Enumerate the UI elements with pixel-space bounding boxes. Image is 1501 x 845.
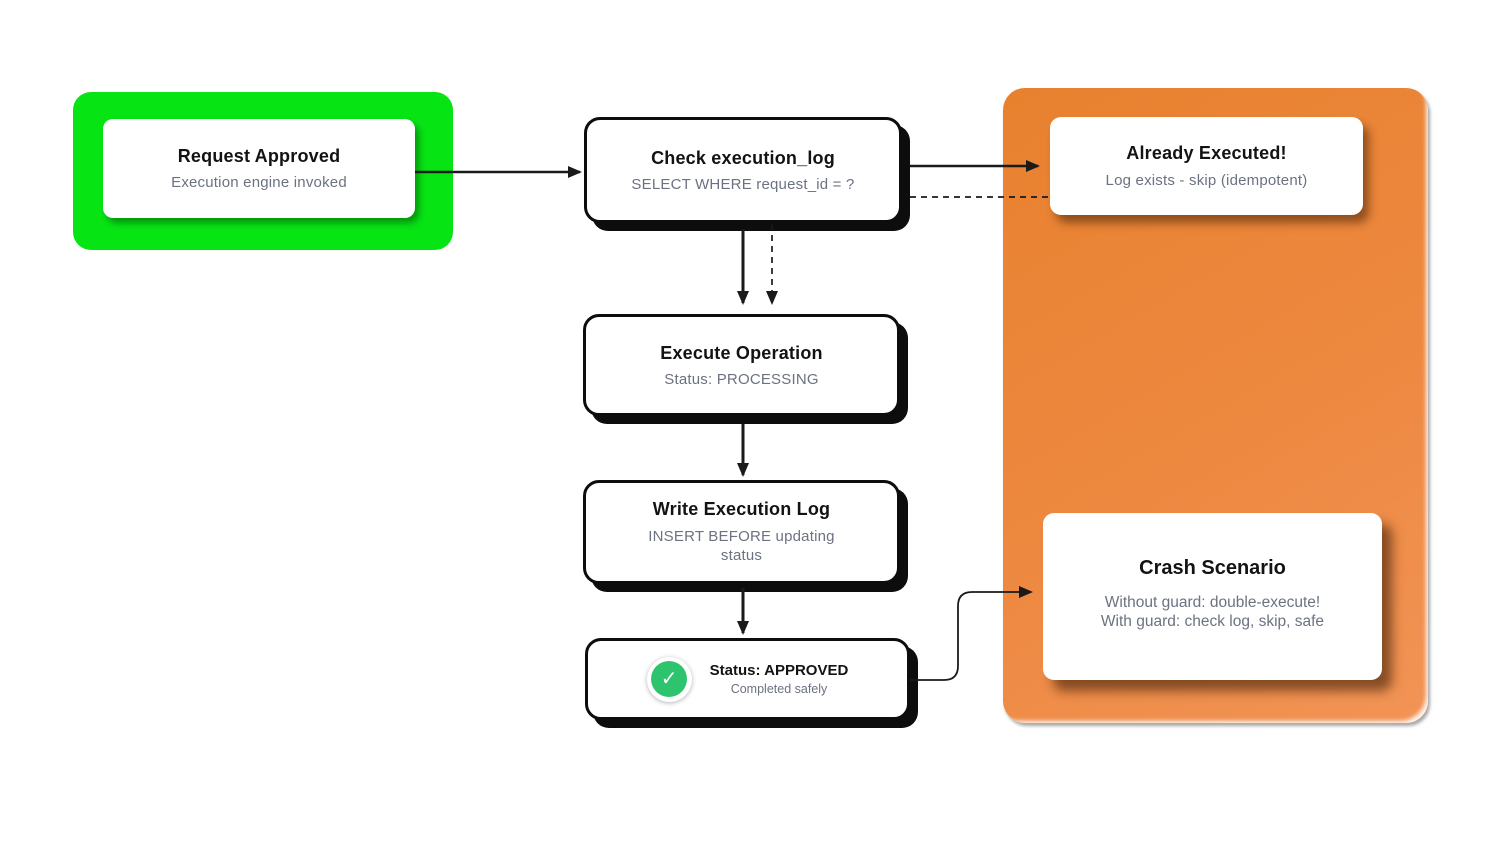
node-title: Status: APPROVED	[709, 662, 849, 679]
node-subtitle: INSERT BEFORE updating status	[648, 528, 835, 564]
node-subtitle-line2: With guard: check log, skip, safe	[1100, 613, 1325, 630]
node-already-executed: Already Executed! Log exists - skip (ide…	[1050, 117, 1363, 215]
node-subtitle: SELECT WHERE request_id = ?	[631, 175, 855, 193]
check-icon-glyph: ✓	[651, 661, 688, 697]
status-text-block: Status: APPROVED Completed safely	[710, 662, 849, 696]
node-subtitle: Status: PROCESSING	[664, 370, 819, 388]
node-subtitle-block: Without guard: double-execute! With guar…	[1101, 593, 1324, 631]
node-subtitle: Log exists - skip (idempotent)	[1105, 172, 1308, 189]
node-check-execution-log: Check execution_log SELECT WHERE request…	[584, 117, 902, 223]
node-request-approved: Request Approved Execution engine invoke…	[103, 119, 415, 218]
node-title: Check execution_log	[651, 147, 835, 168]
node-subtitle: Completed safely	[730, 682, 828, 696]
node-title: Request Approved	[177, 146, 341, 166]
node-status-approved: ✓ Status: APPROVED Completed safely	[585, 638, 910, 720]
node-title: Write Execution Log	[652, 499, 831, 519]
node-subtitle-line1: Without guard: double-execute!	[1104, 594, 1321, 611]
node-title: Crash Scenario	[1139, 557, 1286, 579]
node-title: Already Executed!	[1126, 143, 1287, 163]
node-title: Execute Operation	[660, 342, 823, 363]
node-crash-scenario: Crash Scenario Without guard: double-exe…	[1043, 513, 1382, 680]
node-write-execution-log: Write Execution Log INSERT BEFORE updati…	[583, 480, 900, 584]
node-subtitle: Execution engine invoked	[171, 174, 347, 191]
check-icon: ✓	[646, 656, 692, 702]
node-execute-operation: Execute Operation Status: PROCESSING	[583, 314, 900, 416]
